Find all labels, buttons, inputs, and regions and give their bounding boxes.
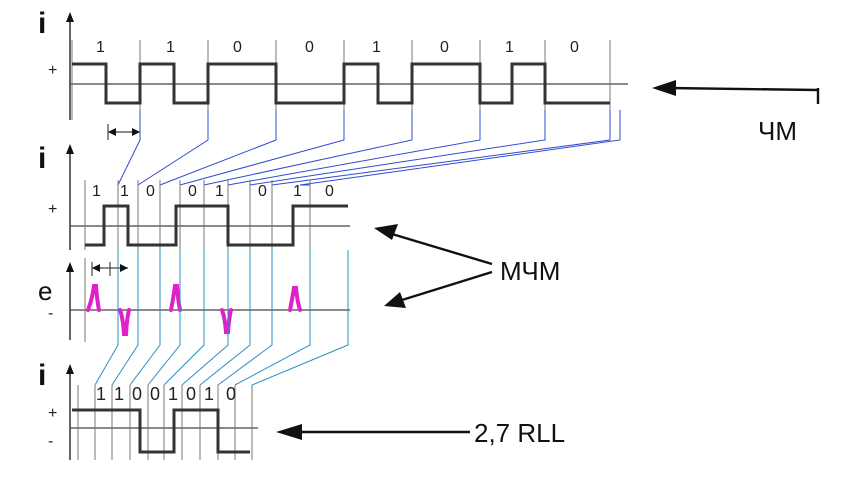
fm-callout: ЧМ	[652, 80, 820, 146]
fm-cell-width-marker	[107, 124, 140, 140]
fm-callout-label: ЧМ	[758, 116, 797, 146]
fm-bit: 1	[96, 39, 105, 56]
fm-bit-labels: 1 1 0 0 1 0 1 0	[96, 39, 579, 56]
fm-bit: 0	[570, 39, 579, 56]
rll-waveform	[72, 408, 250, 454]
rll-track: i + - 1 1 0 0 1 0 1 0	[38, 359, 258, 460]
emf-pulse-positive	[169, 284, 182, 312]
rll-callout-label: 2,7 RLL	[474, 418, 565, 448]
mfm-track: i + 1 1 0 0 1 0 1 0	[38, 142, 350, 250]
mfm-cell-grid	[84, 180, 311, 250]
fm-bit: 1	[372, 39, 381, 56]
mfm-emf-track: e -	[38, 258, 350, 342]
mfm-callout-arrowhead-upper	[374, 224, 398, 240]
fm-bit: 0	[305, 39, 314, 56]
mfm-to-rll-connectors	[94, 250, 349, 386]
fm-bit: 1	[505, 39, 514, 56]
rll-axis-arrowhead	[66, 364, 74, 374]
rll-current-axis-label: i	[38, 359, 46, 392]
fm-axis-arrowhead	[66, 12, 74, 22]
mfm-bit: 0	[258, 183, 267, 200]
fm-bit: 0	[233, 39, 242, 56]
fm-bit: 0	[440, 39, 449, 56]
rll-bit: 0	[226, 384, 236, 404]
rll-minus-sign: -	[48, 433, 53, 450]
fm-cell-grid	[71, 40, 611, 120]
rll-bit: 1	[204, 384, 214, 404]
rll-bit-labels: 1 1 0 0 1 0 1 0	[96, 384, 236, 404]
rll-bit: 1	[114, 384, 124, 404]
fm-bit: 1	[166, 39, 175, 56]
fm-current-axis-label: i	[38, 7, 46, 40]
rll-bit: 0	[186, 384, 196, 404]
rll-callout: 2,7 RLL	[276, 418, 565, 448]
mfm-waveform	[85, 204, 348, 247]
rll-bit: 1	[168, 384, 178, 404]
rll-bit: 1	[96, 384, 106, 404]
mfm-bit: 1	[215, 183, 224, 200]
fm-plus-sign: +	[48, 62, 57, 79]
emf-pulse-positive	[288, 286, 302, 312]
mfm-bit: 1	[293, 183, 302, 200]
mfm-emf-axis-label: e	[38, 276, 52, 306]
mfm-callout: МЧМ	[374, 224, 560, 308]
rll-bit: 0	[132, 384, 142, 404]
emf-cell-grid	[84, 258, 311, 342]
fm-to-mfm-connectors	[117, 110, 621, 186]
mfm-bit: 0	[146, 183, 155, 200]
emf-minus-sign: -	[48, 305, 53, 322]
mfm-callout-label: МЧМ	[500, 256, 560, 286]
mfm-bit: 0	[188, 183, 197, 200]
mfm-current-axis-label: i	[38, 142, 46, 175]
emf-pulse-positive	[86, 284, 101, 312]
rll-bit: 0	[150, 384, 160, 404]
mfm-plus-sign: +	[48, 201, 57, 218]
emf-pulse-negative	[118, 308, 131, 336]
fm-callout-arrowhead	[652, 80, 676, 96]
rll-cell-grid	[77, 385, 253, 460]
rll-plus-sign: +	[48, 405, 57, 422]
fm-track: i + 1 1 0 0 1 0 1 0	[38, 7, 628, 140]
mfm-bit-labels: 1 1 0 0 1 0 1 0	[92, 183, 334, 200]
emf-pulse-negative	[220, 308, 233, 334]
mfm-axis-arrowhead	[66, 144, 74, 154]
emf-axis-arrowhead	[66, 262, 74, 272]
fm-waveform	[72, 62, 610, 105]
mfm-bit: 0	[325, 183, 334, 200]
mfm-bit: 1	[92, 183, 101, 200]
emf-cell-width-marker	[91, 262, 128, 276]
rll-callout-arrowhead	[276, 424, 302, 440]
mfm-callout-arrowhead-lower	[384, 292, 406, 308]
mfm-bit: 1	[120, 183, 129, 200]
